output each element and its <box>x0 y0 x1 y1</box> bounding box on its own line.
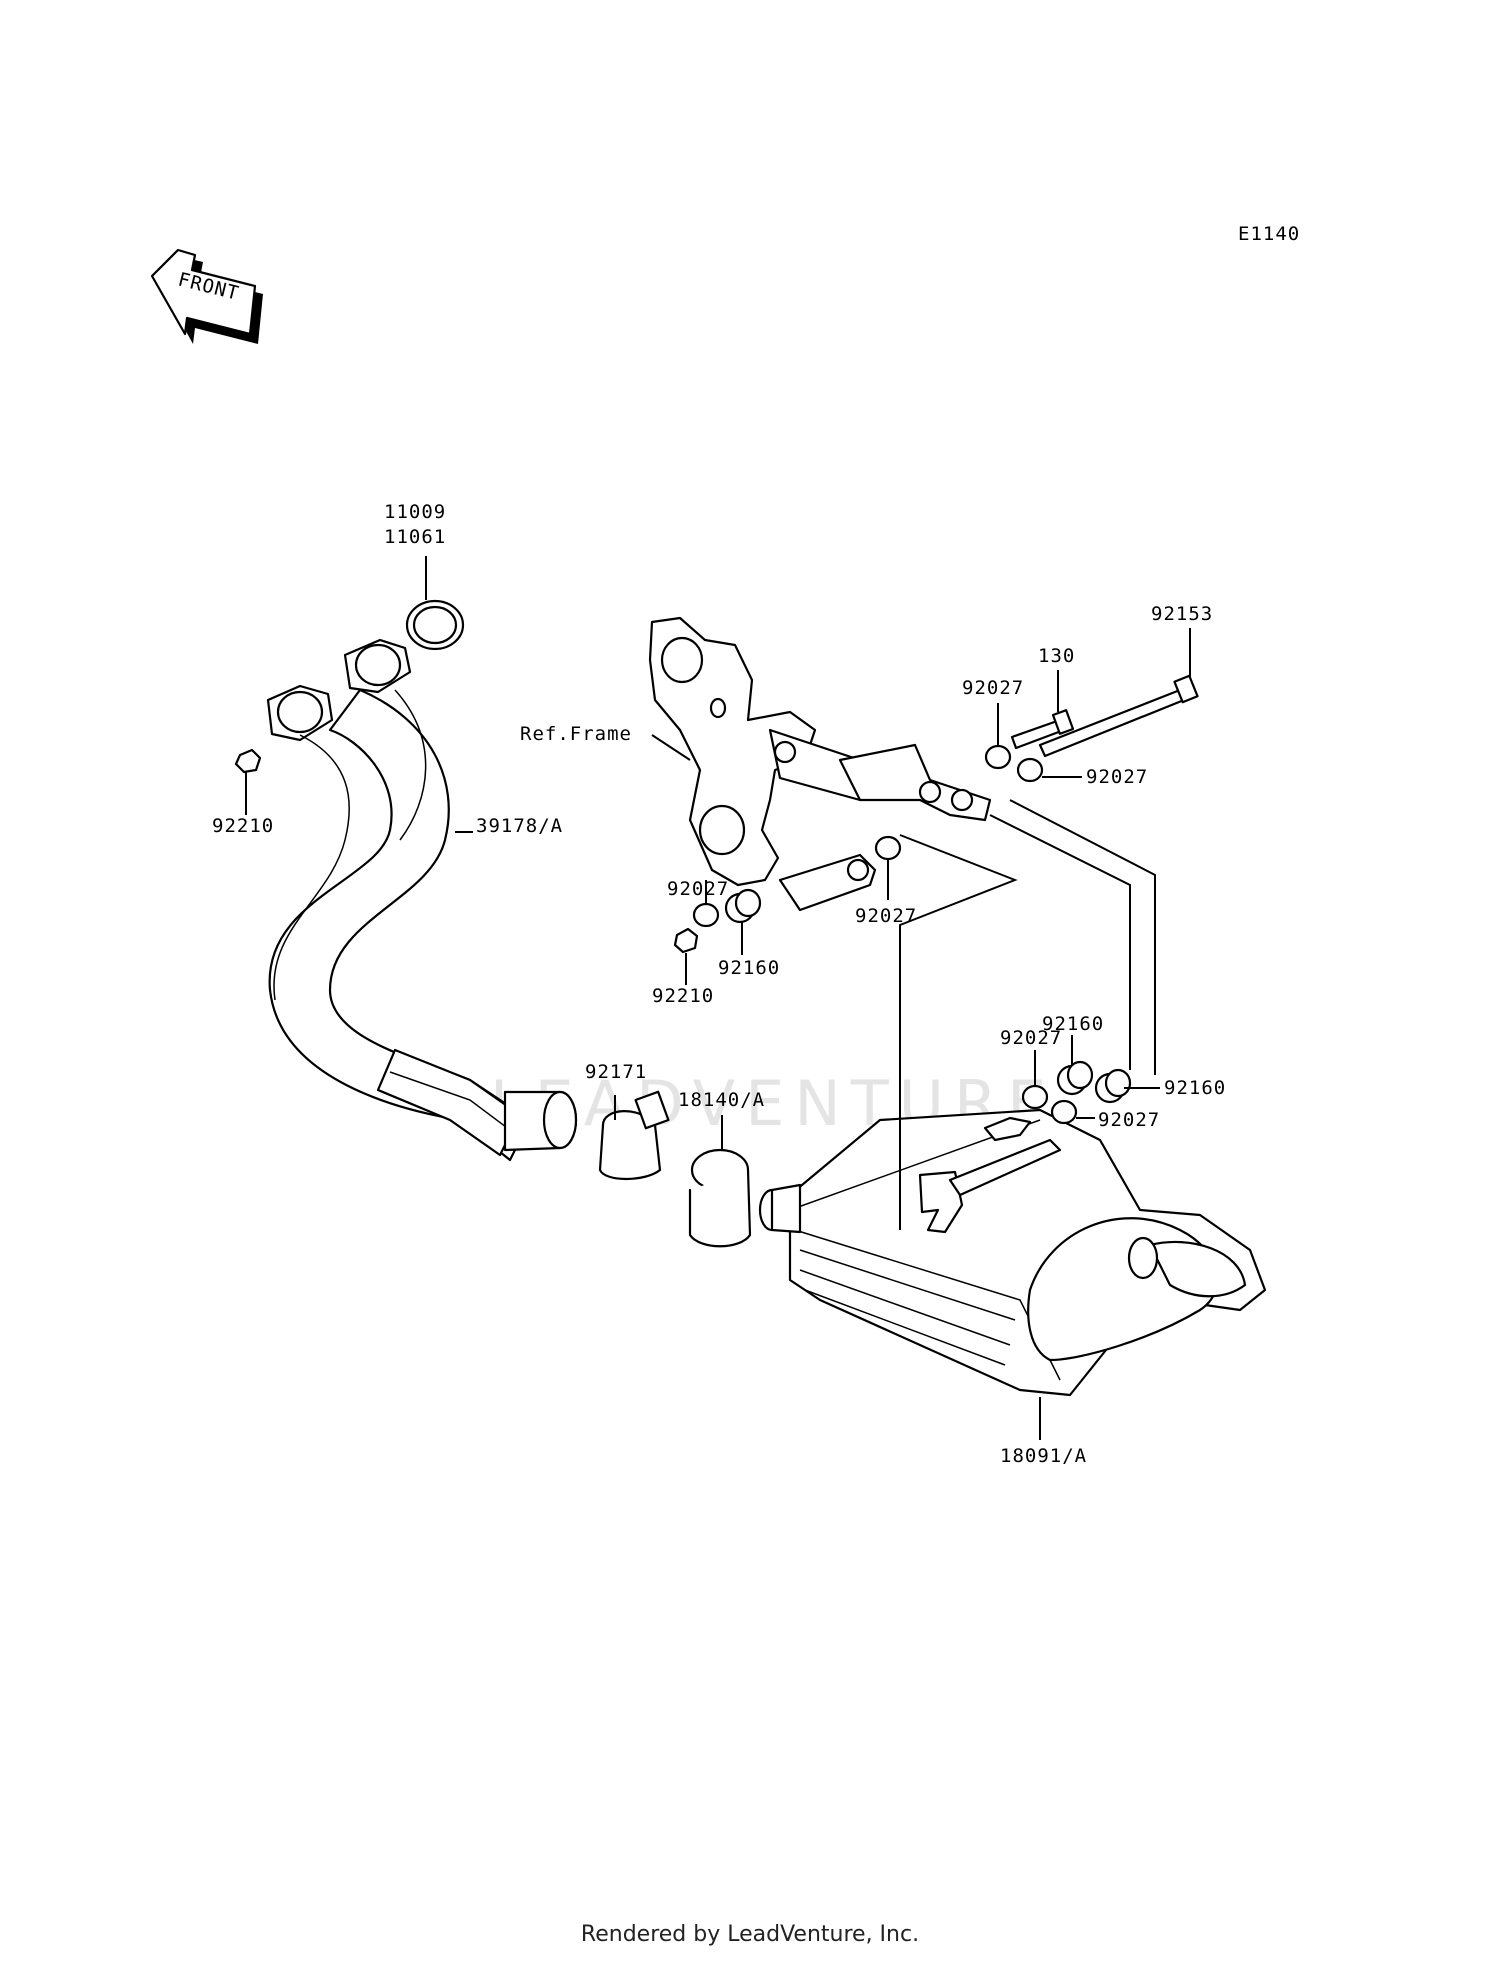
leader-lines <box>245 556 1191 1440</box>
small-hardware-drawing <box>598 674 1199 1248</box>
callout-exhaust-pipe[interactable]: 39178/A <box>476 815 563 837</box>
callout-collar-mid-left[interactable]: 92027 <box>667 878 729 900</box>
callout-damper-mid[interactable]: 92160 <box>718 957 780 979</box>
callout-nut-mid[interactable]: 92210 <box>652 985 714 1007</box>
callout-nut-left[interactable]: 92210 <box>212 815 274 837</box>
callout-collar-right-a[interactable]: 92027 <box>1000 1027 1062 1049</box>
callout-damper-right-b[interactable]: 92160 <box>1164 1077 1226 1099</box>
callout-collar-right-b[interactable]: 92027 <box>1098 1109 1160 1131</box>
exhaust-pipe-drawing <box>234 599 578 1162</box>
callout-bolt-long[interactable]: 92153 <box>1151 603 1213 625</box>
muffler-drawing <box>758 1108 1267 1397</box>
callout-muffler[interactable]: 18091/A <box>1000 1445 1087 1467</box>
footer-credit: Rendered by LeadVenture, Inc. <box>580 1922 920 1947</box>
callout-gasket-muffler[interactable]: 18140/A <box>678 1089 765 1111</box>
callout-bolt-short[interactable]: 130 <box>1038 645 1075 667</box>
frame-drawing <box>648 616 992 912</box>
callout-damper-right-a[interactable]: 92160 <box>1042 1013 1104 1035</box>
callout-collar-top-left[interactable]: 92027 <box>962 677 1024 699</box>
reference-frame-label: Ref.Frame <box>520 723 632 745</box>
front-arrow-icon: FRONT <box>150 248 263 344</box>
callout-clamp[interactable]: 92171 <box>585 1061 647 1083</box>
callout-collar-mid-right[interactable]: 92027 <box>855 905 917 927</box>
diagram-code: E1140 <box>1238 223 1300 245</box>
callout-gasket-b[interactable]: 11061 <box>384 526 446 548</box>
callout-gasket-a[interactable]: 11009 <box>384 501 446 523</box>
callout-collar-top-right[interactable]: 92027 <box>1086 766 1148 788</box>
